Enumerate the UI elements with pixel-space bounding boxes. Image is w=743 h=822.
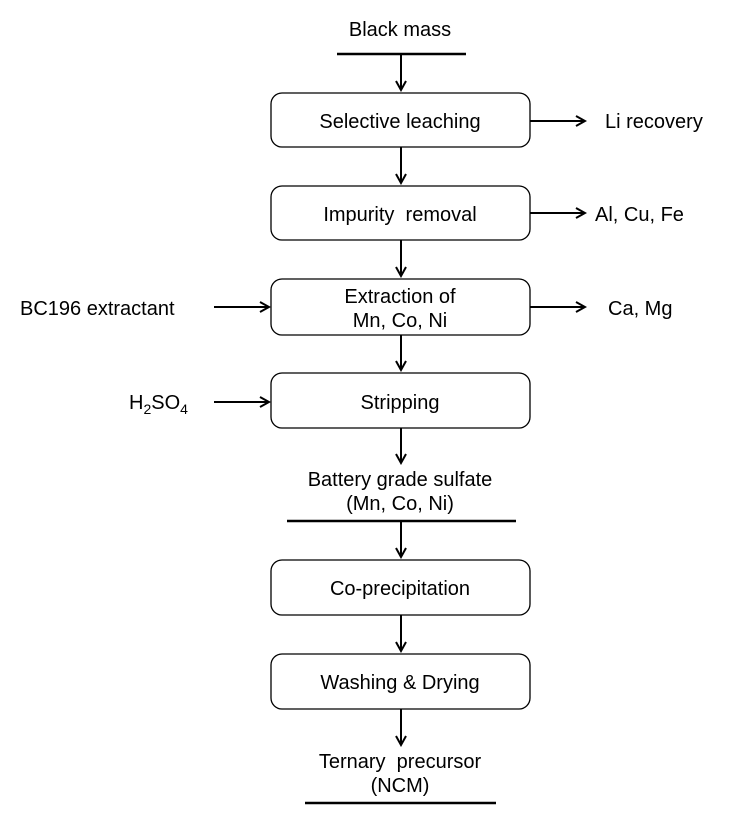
input-bc196-label: BC196 extractant xyxy=(20,298,175,320)
step-label-selective-leaching: Selective leaching xyxy=(319,111,480,133)
output-precursor-line1: Ternary precursor xyxy=(319,751,482,773)
output-al-cu-fe-label: Al, Cu, Fe xyxy=(595,204,684,226)
input-black-mass-label: Black mass xyxy=(349,19,451,41)
output-precursor-line2: (NCM) xyxy=(371,775,430,797)
step-label-washing-drying: Washing & Drying xyxy=(320,672,479,694)
step-label-stripping: Stripping xyxy=(361,392,440,414)
step-label-impurity-removal: Impurity removal xyxy=(323,204,476,226)
step-label-extraction-line1: Extraction of xyxy=(344,286,456,308)
input-h2so4-label: H2SO4 xyxy=(129,392,188,417)
step-label-coprecipitation: Co-precipitation xyxy=(330,578,470,600)
output-li-recovery-label: Li recovery xyxy=(605,111,703,133)
intermediate-sulfate-line1: Battery grade sulfate xyxy=(308,469,493,491)
step-label-extraction-line2: Mn, Co, Ni xyxy=(353,310,447,332)
intermediate-sulfate-line2: (Mn, Co, Ni) xyxy=(346,493,454,515)
output-ca-mg-label: Ca, Mg xyxy=(608,298,672,320)
